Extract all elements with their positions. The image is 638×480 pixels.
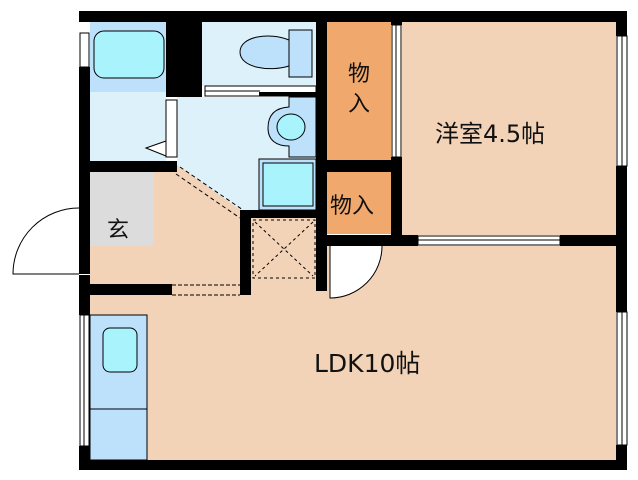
wall-storage-left [240,210,251,295]
wall-closet-small-bottom [316,235,402,246]
wall-bottom [79,460,627,470]
wall-top [79,11,627,22]
wall-bath-bottom [79,161,177,172]
wall-closet-right [391,11,402,25]
closet-large-label: 物 入 [343,60,375,120]
wall-closet-divider [316,160,402,172]
wall-closet-right-lower [391,157,402,246]
closet-large-label-line2: 入 [347,92,370,117]
wall-washroom-bottom [240,210,327,218]
western-room [402,22,616,235]
closet-large [327,22,391,160]
wall-left-mid [79,275,90,315]
entrance-label: 玄 [107,218,130,243]
wall-left-lower [79,446,90,470]
wall-right-top [616,11,627,36]
wall-entrance-bottom [79,284,172,295]
closet-small-label: 物入 [330,194,375,219]
wall-western-bottom [391,235,418,246]
wall-closet-left [316,11,327,291]
closet-large-label-line1: 物 [347,62,370,87]
closet-small [327,172,391,234]
wall-right-bottom [616,445,627,470]
ldk-label: LDK10帖 [314,349,421,378]
wall-bath-right [166,11,202,97]
western-room-label: 洋室4.5帖 [435,120,546,148]
wall-western-bottom-right [560,235,627,246]
